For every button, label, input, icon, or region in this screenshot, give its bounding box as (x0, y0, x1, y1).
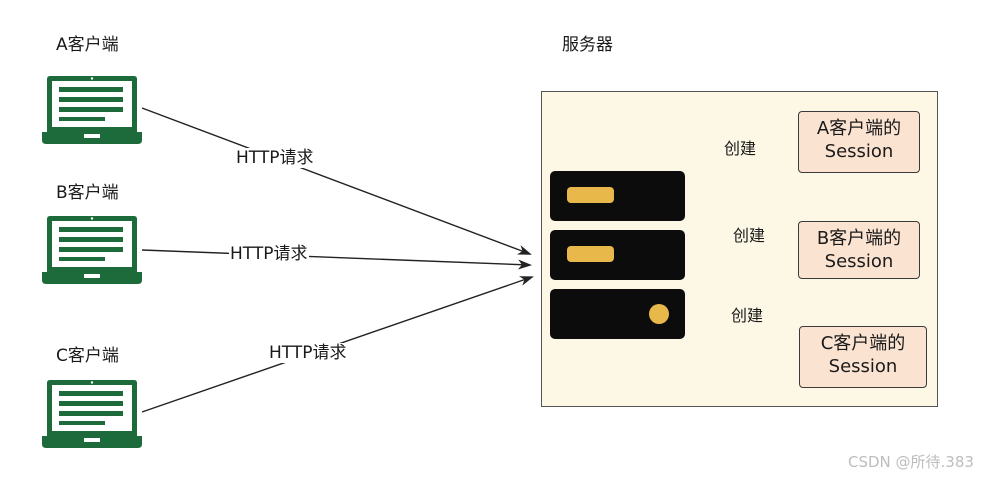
create-label-b: 创建 (733, 226, 766, 245)
session-owner: B客户端的 (816, 228, 902, 249)
session-owner: C客户端的 (820, 333, 906, 354)
rack-slot (567, 187, 614, 203)
request-label-c: HTTP请求 (268, 343, 348, 363)
session-word: Session (824, 251, 894, 272)
rack-indicator-light (649, 304, 669, 324)
rack-slot (567, 246, 614, 262)
request-arrow-b (141, 249, 532, 270)
server-rack-icon (550, 230, 685, 280)
laptop-icon (42, 380, 142, 448)
laptop-icon (42, 76, 142, 144)
server-rack-icon (550, 289, 685, 339)
session-owner: A客户端的 (816, 118, 902, 139)
client-b-label: B客户端 (56, 183, 119, 203)
request-arrow-a (141, 107, 532, 255)
watermark: CSDN @所待.383 (848, 453, 974, 471)
client-a-label: A客户端 (56, 35, 119, 55)
request-label-b: HTTP请求 (229, 244, 309, 264)
create-label-c: 创建 (731, 306, 764, 325)
request-label-a: HTTP请求 (235, 148, 315, 168)
session-word: Session (824, 141, 894, 162)
server-rack-icon (550, 171, 685, 221)
create-label-a: 创建 (724, 139, 757, 158)
server-label: 服务器 (562, 35, 613, 55)
client-c-label: C客户端 (56, 346, 119, 366)
session-box-a: A客户端的 Session (798, 111, 920, 173)
session-box-b: B客户端的 Session (798, 221, 920, 279)
laptop-icon (42, 216, 142, 284)
session-word: Session (828, 356, 898, 377)
session-box-c: C客户端的 Session (799, 326, 927, 388)
